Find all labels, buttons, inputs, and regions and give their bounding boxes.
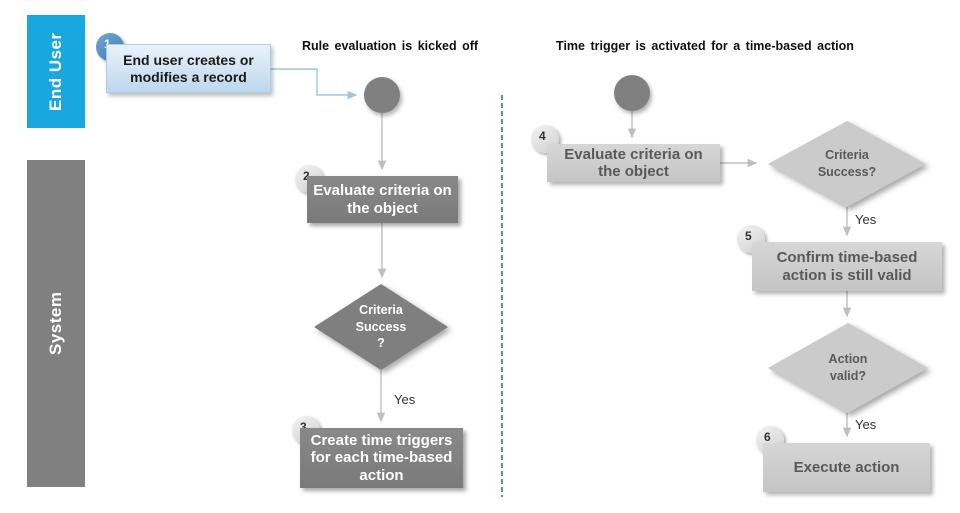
connector-record-to-start [271,68,358,100]
step-badge-3-number: 3 [300,420,307,434]
swimlane-system: System [27,160,85,487]
decision-criteria-success-left: Criteria Success ? [314,284,448,370]
decision-action-valid: Action valid? [768,323,928,413]
node-execute-action: Execute action [763,443,930,492]
node-evaluate-criteria-left: Evaluate criteria on the object [307,176,458,223]
node-confirm-time-based-action: Confirm time-based action is still valid [752,242,942,291]
left-flow-title: Rule evaluation is kicked off [301,39,479,53]
start-node-right [614,75,650,111]
decision-criteria-success-left-label: Criteria Success ? [314,284,448,370]
yes-label-right-2: Yes [855,417,877,432]
decision-criteria-success-right: Criteria Success? [768,121,926,207]
step-badge-6-number: 6 [764,430,771,444]
step-badge-5-number: 5 [745,229,752,243]
start-node-left [364,77,400,113]
step-badge-2-number: 2 [303,169,310,183]
swimlane-end-user-label: End User [46,32,65,111]
node-evaluate-criteria-right: Evaluate criteria on the object [547,144,720,182]
step-badge-4-number: 4 [539,129,546,143]
node-end-user-creates-record: End user creates or modifies a record [106,44,271,93]
swimlane-system-label: System [46,291,65,356]
yes-label-right-1: Yes [855,212,877,227]
step-badge-5: 5 [737,225,765,253]
decision-action-valid-label: Action valid? [768,323,928,413]
swimlane-end-user: End User [27,15,85,128]
yes-label-left: Yes [394,392,416,407]
decision-criteria-success-right-label: Criteria Success? [768,121,926,207]
right-flow-title: Time trigger is activated for a time-bas… [556,39,854,53]
node-create-time-triggers: Create time triggers for each time-based… [300,428,463,488]
